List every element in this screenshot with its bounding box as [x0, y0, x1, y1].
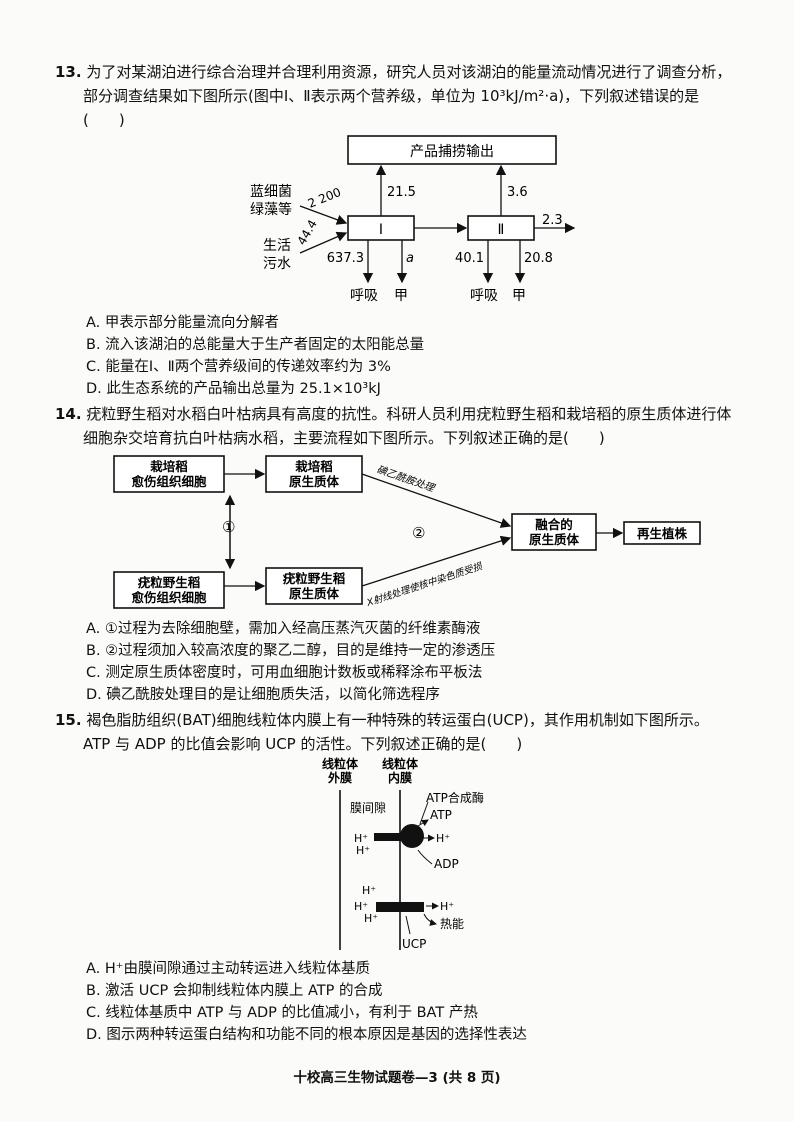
- h-ion: H⁺: [354, 832, 368, 845]
- question-stem: 疣粒野生稻对水稻白叶枯病具有高度的抗性。科研人员利用疣粒野生稻和栽培稻的原生质体…: [83, 405, 732, 447]
- box-wild-protoplast-1: 疣粒野生稻: [283, 571, 346, 586]
- atp-synthase: [374, 833, 404, 841]
- question-13: 13. 为了对某湖泊进行综合治理并合理利用资源，研究人员对该湖泊的能量流动情况进…: [55, 60, 735, 132]
- step-1: ①: [222, 518, 235, 536]
- q14-option-c: C. 测定原生质体密度时，可用血细胞计数板或稀释涂布平板法: [86, 665, 483, 681]
- value-next: 2.3: [542, 213, 563, 228]
- box-fused-2: 原生质体: [529, 532, 580, 547]
- q15-option-d: D. 图示两种转运蛋白结构和功能不同的根本原因是基因的选择性表达: [86, 1027, 527, 1043]
- box-wild-callus-2: 愈伤组织细胞: [131, 590, 207, 605]
- question-14: 14. 疣粒野生稻对水稻白叶枯病具有高度的抗性。科研人员利用疣粒野生稻和栽培稻的…: [55, 402, 735, 450]
- h-ion: H⁺: [356, 844, 370, 857]
- label-jia2: 甲: [512, 288, 526, 304]
- trophic-level-1: [347, 215, 415, 241]
- h-ion: H⁺: [436, 832, 450, 845]
- q15-option-a: A. H⁺由膜间隙通过主动转运进入线粒体基质: [86, 961, 370, 977]
- question-number: 15.: [55, 711, 82, 729]
- source-sewage-1: 生活: [263, 238, 291, 254]
- page-footer: 十校高三生物试题卷—3 (共 8 页): [293, 1070, 501, 1086]
- value-sun: 2 200: [306, 185, 343, 211]
- value-jia2: 20.8: [524, 251, 553, 266]
- energy-flow-diagram: 产品捕捞输出 Ⅰ Ⅱ 21.5 3.6 2.3 蓝细菌 绿藻等 2 200 生活…: [250, 135, 576, 304]
- value-resp1: 637.3: [327, 251, 364, 266]
- question-15: 15. 褐色脂肪组织(BAT)细胞线粒体内膜上有一种特殊的转运蛋白(UCP)，其…: [55, 708, 735, 756]
- mitochondria-ucp-diagram: 线粒体 外膜 线粒体 内膜 膜间隙 ATP合成酶 ATP ADP H⁺ H⁺ H…: [322, 756, 484, 951]
- box-cultivated-protoplast-2: 原生质体: [289, 474, 340, 489]
- step-2: ②: [412, 524, 425, 542]
- h-ion: H⁺: [364, 912, 378, 925]
- label-resp2: 呼吸: [470, 288, 498, 304]
- q13-option-c: C. 能量在Ⅰ、Ⅱ两个营养级间的传递效率约为 3%: [86, 359, 391, 375]
- question-number: 14.: [55, 405, 82, 423]
- box-cultivated-protoplast-1: 栽培稻: [295, 459, 333, 474]
- level-2-label: Ⅱ: [498, 222, 505, 238]
- value-out2: 3.6: [507, 185, 528, 200]
- value-resp2: 40.1: [455, 251, 484, 266]
- box-cultivated-callus-1: 栽培稻: [150, 459, 188, 474]
- value-out1: 21.5: [387, 185, 416, 200]
- value-sewage: 44.4: [294, 217, 319, 247]
- source-algae-2: 绿藻等: [250, 201, 292, 218]
- box-regenerated-plant: 再生植株: [637, 526, 688, 541]
- q14-option-b: B. ②过程须加入较高浓度的聚乙二醇，目的是维持一定的渗透压: [86, 643, 496, 659]
- label-jia1: 甲: [394, 288, 408, 304]
- label-resp1: 呼吸: [350, 288, 378, 304]
- q14-option-a: A. ①过程为去除细胞壁，需加入经高压蒸汽灭菌的纤维素酶液: [86, 621, 481, 637]
- inner-membrane-label-1: 线粒体: [382, 756, 419, 771]
- cell-fusion-flowchart: 栽培稻 愈伤组织细胞 栽培稻 原生质体 疣粒野生稻 愈伤组织细胞 疣粒野生稻 原…: [113, 455, 701, 609]
- note-xray: X射线处理使核中染色质受损: [364, 560, 485, 609]
- h-ion: H⁺: [354, 900, 368, 913]
- value-a: a: [406, 251, 414, 266]
- output-box: [347, 135, 557, 165]
- q13-option-b: B. 流入该湖泊的总能量大于生产者固定的太阳能总量: [86, 337, 425, 353]
- heat-label: 热能: [440, 917, 464, 931]
- q14-option-d: D. 碘乙酰胺处理目的是让细胞质失活，以简化筛选程序: [86, 687, 440, 703]
- box-wild-callus-1: 疣粒野生稻: [138, 575, 201, 590]
- outer-membrane-label-1: 线粒体: [322, 756, 359, 771]
- question-number: 13.: [55, 63, 82, 81]
- box-wild-protoplast-2: 原生质体: [289, 586, 340, 601]
- box-cultivated-callus-2: 愈伤组织细胞: [131, 474, 207, 489]
- adp-label: ADP: [434, 857, 459, 871]
- synthase-label: ATP合成酶: [426, 790, 484, 805]
- h-ion: H⁺: [362, 884, 376, 897]
- source-sewage-2: 污水: [263, 256, 291, 272]
- intermembrane-space-label: 膜间隙: [350, 801, 386, 815]
- level-1-label: Ⅰ: [379, 222, 383, 238]
- outer-membrane-label-2: 外膜: [328, 770, 352, 785]
- q13-option-d: D. 此生态系统的产品输出总量为 25.1×10³kJ: [86, 381, 381, 397]
- q15-option-b: B. 激活 UCP 会抑制线粒体内膜上 ATP 的合成: [86, 983, 383, 999]
- source-algae-1: 蓝细菌: [250, 184, 292, 200]
- atp-label: ATP: [430, 808, 452, 822]
- inner-membrane-label-2: 内膜: [388, 770, 412, 785]
- q15-option-c: C. 线粒体基质中 ATP 与 ADP 的比值减小，有利于 BAT 产热: [86, 1005, 478, 1021]
- q13-option-a: A. 甲表示部分能量流向分解者: [86, 315, 279, 331]
- ucp-protein: [376, 902, 424, 912]
- question-stem: 为了对某湖泊进行综合治理并合理利用资源，研究人员对该湖泊的能量流动情况进行了调查…: [83, 63, 732, 129]
- h-ion: H⁺: [440, 900, 454, 913]
- ucp-label: UCP: [402, 937, 426, 951]
- note-iodoacetamide: 碘乙酰胺处理: [375, 463, 438, 495]
- output-box-label: 产品捕捞输出: [410, 144, 494, 160]
- question-stem: 褐色脂肪组织(BAT)细胞线粒体内膜上有一种特殊的转运蛋白(UCP)，其作用机制…: [83, 711, 709, 753]
- box-fused-1: 融合的: [535, 517, 573, 532]
